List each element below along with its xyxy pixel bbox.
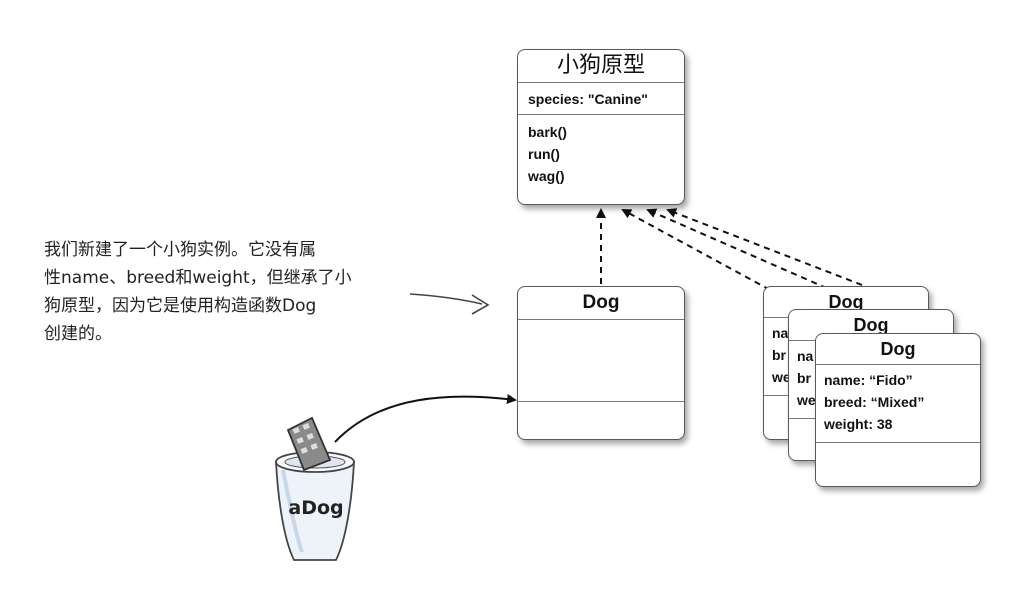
- prototype-title: 小狗原型: [518, 50, 684, 83]
- remote-control-icon: [286, 416, 332, 472]
- dog-instance-line: we: [772, 369, 791, 385]
- prototype-properties: species: "Canine": [518, 83, 684, 115]
- dog-instance-title: Dog: [816, 334, 980, 365]
- dog-instance-line: breed: “Mixed”: [824, 394, 925, 410]
- dog-instance-line: we: [797, 392, 816, 408]
- prototype-methods: bark() run() wag(): [518, 115, 684, 193]
- dog-instance-box-front: Dog name: “Fido” breed: “Mixed” weight: …: [815, 333, 981, 487]
- annotation-line: 我们新建了一个小狗实例。它没有属: [44, 240, 316, 260]
- dog-instance-line: br: [772, 347, 786, 363]
- dog-object-properties: [518, 320, 684, 402]
- reference-arrow: [334, 394, 517, 443]
- dog-instance-line: name: “Fido”: [824, 372, 913, 388]
- prototype-method: wag(): [528, 168, 565, 184]
- annotation-line: 性name、breed和weight，但继承了小: [44, 268, 352, 288]
- prototype-box: 小狗原型 species: "Canine" bark() run() wag(…: [517, 49, 685, 205]
- dog-object-title: Dog: [518, 287, 684, 320]
- annotation-arrow: [409, 293, 483, 305]
- annotation-line: 创建的。: [44, 324, 112, 344]
- dog-instance-line: na: [772, 325, 789, 341]
- prototype-method: bark(): [528, 124, 567, 140]
- annotation-arrow-head: [471, 294, 490, 315]
- dog-instance-line: na: [797, 348, 814, 364]
- dog-object-box: Dog: [517, 286, 685, 440]
- dog-instance-properties: name: “Fido” breed: “Mixed” weight: 38: [816, 365, 980, 443]
- prototype-method: run(): [528, 146, 560, 162]
- annotation-line: 狗原型，因为它是使用构造函数Dog: [44, 296, 317, 316]
- variable-label: aDog: [288, 497, 344, 519]
- inherit-arrow-inst2: [646, 208, 848, 298]
- inherit-arrow-inst3: [666, 208, 863, 286]
- dog-instance-line: br: [797, 370, 811, 386]
- annotation-text: 我们新建了一个小狗实例。它没有属 性name、breed和weight，但继承了…: [44, 236, 404, 348]
- dog-instance-line: weight: 38: [824, 416, 893, 432]
- prototype-property: species: "Canine": [528, 91, 648, 107]
